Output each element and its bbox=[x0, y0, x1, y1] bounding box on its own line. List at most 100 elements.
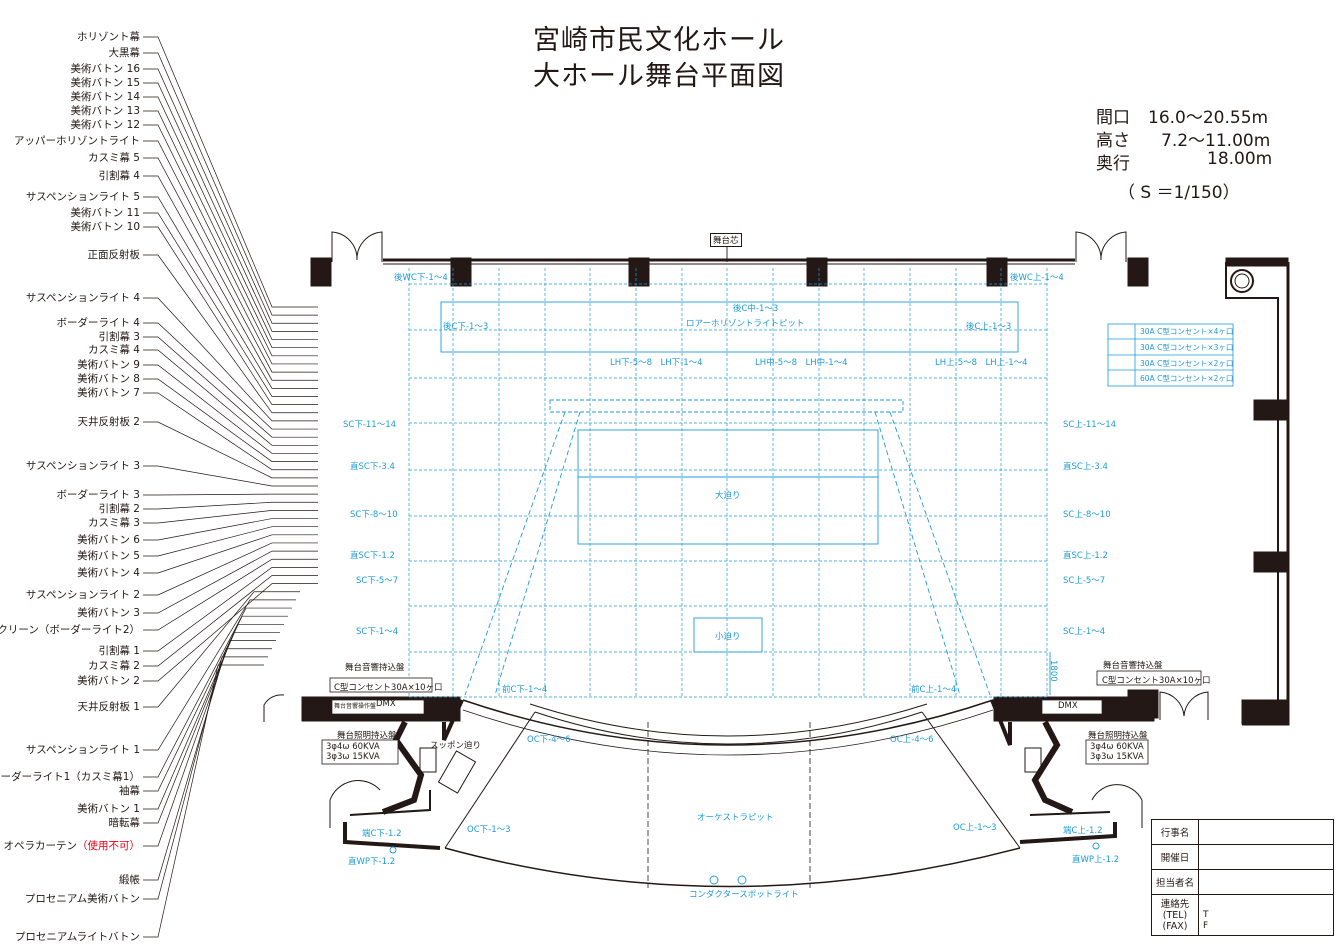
left-label-27: 美術バトン 6 bbox=[77, 534, 140, 546]
legend-row-2: 30A C型コンセント×3ヶ口 bbox=[1140, 343, 1234, 352]
left-label-35: 美術バトン 2 bbox=[77, 675, 140, 687]
leader-line bbox=[143, 501, 318, 510]
leader-line bbox=[143, 599, 296, 751]
left-label-9: カスミ幕 5 bbox=[87, 152, 140, 164]
form-contact-label: 連絡先 (TEL) (FAX) bbox=[1151, 894, 1199, 936]
panel-boxes bbox=[321, 670, 1202, 765]
leader-line bbox=[143, 575, 318, 667]
leader-line bbox=[143, 82, 318, 332]
left-label-15: サスペンションライト 4 bbox=[25, 292, 140, 304]
leader-line bbox=[143, 322, 318, 430]
form-event-label: 行事名 bbox=[1151, 819, 1199, 845]
leader-line bbox=[143, 110, 318, 349]
big-lift-label: 大迫り bbox=[715, 491, 741, 501]
left-label-10: 引割幕 4 bbox=[98, 170, 140, 182]
leader-line bbox=[143, 364, 318, 454]
left-label-29: 美術バトン 4 bbox=[77, 567, 140, 579]
sc-left-3: SC下-8〜10 bbox=[350, 510, 398, 520]
edge-c-left-label: 端C下-1.2 bbox=[362, 829, 402, 839]
leader-line bbox=[143, 36, 318, 308]
leader-line bbox=[143, 567, 318, 652]
leader-line bbox=[143, 421, 318, 479]
back-c-center-label: 後C中-1〜3 bbox=[733, 304, 779, 314]
sc-left-1: SC下-11〜14 bbox=[343, 420, 397, 430]
left-label-42: オペラカーテン（使用不可） bbox=[3, 840, 141, 852]
form-date-field[interactable] bbox=[1198, 844, 1334, 870]
sc-right-6: SC上-1〜4 bbox=[1063, 627, 1106, 637]
outlet-left-label: C型コンセント30A×10ヶ口 bbox=[334, 683, 443, 693]
leader-line bbox=[143, 493, 318, 496]
leader-line bbox=[143, 640, 276, 847]
left-label-21: 美術バトン 7 bbox=[77, 387, 140, 399]
leader-line bbox=[143, 542, 318, 596]
left-label-1: ホリゾント幕 bbox=[77, 31, 140, 43]
left-label-37: サスペンションライト 1 bbox=[25, 744, 140, 756]
left-label-16: ボーダーライト 4 bbox=[56, 317, 140, 329]
sound-op-panel-label: 舞台音響操作盤 bbox=[334, 703, 377, 710]
leader-line bbox=[143, 226, 318, 405]
title-line-1: 宮崎市民文化ホール bbox=[533, 25, 785, 56]
back-wc-left-label: 後WC下-1〜4 bbox=[394, 273, 448, 283]
leader-line bbox=[143, 349, 318, 446]
lh-center-label: LH中-5〜8 LH中-1〜4 bbox=[755, 358, 848, 368]
oc-right-2: OC上-1〜3 bbox=[953, 823, 997, 833]
proscenium-left bbox=[263, 694, 477, 850]
sc-right-1: SC上-11〜14 bbox=[1063, 420, 1117, 430]
leader-line bbox=[143, 656, 268, 900]
sound-board-left-label: 舞台音響持込盤 bbox=[345, 663, 405, 673]
back-c-left-label: 後C下-1〜3 bbox=[443, 322, 489, 332]
left-label-31: 美術バトン 3 bbox=[77, 607, 140, 619]
oc-right-1: OC上-4〜6 bbox=[890, 735, 934, 745]
sc-right-3: SC上-8〜10 bbox=[1063, 510, 1111, 520]
power-left-1: 3φ4ω 60KVA bbox=[326, 742, 380, 752]
legend-row-4: 60A C型コンセント×2ヶ口 bbox=[1140, 374, 1234, 383]
left-label-30: サスペンションライト 2 bbox=[25, 589, 140, 601]
scale-label: （ S ＝1/150） bbox=[1118, 183, 1240, 203]
leader-line bbox=[143, 157, 318, 373]
stage-grid bbox=[408, 268, 1048, 698]
left-label-36: 天井反射板 1 bbox=[77, 701, 140, 713]
left-label-20: 美術バトン 8 bbox=[77, 373, 140, 385]
leader-line bbox=[143, 550, 318, 614]
leader-line bbox=[143, 615, 288, 792]
form-person-field[interactable] bbox=[1198, 869, 1334, 895]
sc-left-4: 直SC下-1.2 bbox=[350, 551, 395, 561]
leader-line bbox=[143, 583, 318, 682]
dim-label-height: 高さ bbox=[1096, 131, 1130, 151]
sc-right-2: 直SC上-3.4 bbox=[1063, 462, 1108, 472]
oc-left-1: OC下-4〜6 bbox=[527, 735, 571, 745]
leader-line bbox=[143, 212, 318, 397]
leader-line bbox=[143, 52, 318, 316]
leader-line bbox=[143, 534, 318, 574]
leader-line bbox=[143, 558, 318, 631]
left-label-38: ボーダーライト1（カスミ幕1） bbox=[0, 771, 140, 783]
front-c-left-label: 前C下-1〜4 bbox=[502, 685, 548, 695]
leader-line bbox=[143, 96, 318, 340]
orchestra-pit bbox=[444, 699, 1021, 888]
form-contact-field[interactable]: T F bbox=[1198, 894, 1334, 936]
leader-line bbox=[143, 526, 318, 557]
legend-row-3: 30A C型コンセント×2ヶ口 bbox=[1140, 359, 1234, 368]
left-label-14: 正面反射板 bbox=[87, 249, 141, 261]
conductor-spot-label: コンダクタースポットライト bbox=[689, 890, 799, 900]
dim-value-frontage: 16.0〜20.55m bbox=[1148, 108, 1269, 128]
leader-lines bbox=[143, 36, 318, 938]
light-board-left-label: 舞台照明持込盤 bbox=[337, 731, 397, 741]
title-line-2: 大ホール舞台平面図 bbox=[533, 61, 785, 92]
dmx-right-label: DMX bbox=[1058, 701, 1078, 711]
left-label-33: 引割幕 1 bbox=[98, 645, 140, 657]
left-label-34: カスミ幕 2 bbox=[87, 660, 140, 672]
form-event-field[interactable] bbox=[1198, 819, 1334, 845]
dim-label-frontage: 間口 bbox=[1096, 108, 1130, 128]
leader-line bbox=[143, 254, 318, 414]
left-label-18: カスミ幕 4 bbox=[87, 344, 140, 356]
left-label-8: アッパーホリゾントライト bbox=[14, 135, 140, 147]
sc-left-6: SC下-1〜4 bbox=[356, 627, 399, 637]
sc-right-4: 直SC上-1.2 bbox=[1063, 551, 1108, 561]
left-label-22: 天井反射板 2 bbox=[77, 416, 140, 428]
dim-1800-label: 1800 bbox=[1048, 660, 1058, 682]
left-label-17: 引割幕 3 bbox=[98, 331, 140, 343]
leader-line bbox=[143, 510, 318, 524]
leader-line bbox=[143, 297, 318, 422]
